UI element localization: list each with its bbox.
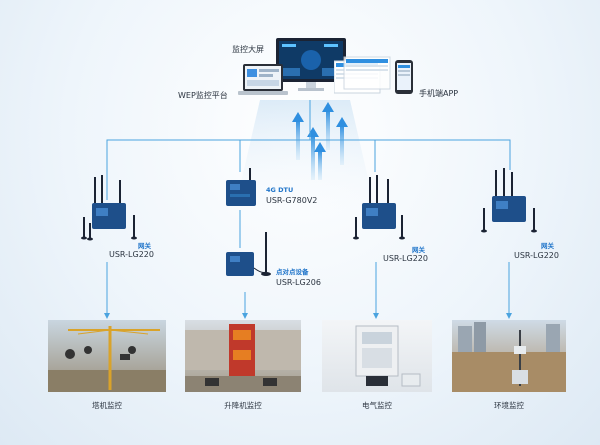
p2p-role: 点对点设备: [276, 268, 309, 276]
dtu-model: USR-G780V2: [266, 196, 318, 205]
gateway-left-role: 网关: [138, 242, 151, 250]
p2p-device: [222, 228, 278, 280]
monitor-wall: [276, 38, 346, 91]
laptop: [238, 64, 288, 100]
gateway-mid-device: [350, 175, 410, 245]
monitor-wall-label: 监控大屏: [232, 45, 264, 54]
gateway-mid-model: USR-LG220: [383, 254, 428, 263]
environment-label: 环境监控: [494, 401, 524, 410]
tower-crane-label: 塔机监控: [92, 401, 122, 410]
tower-crane-scene: [48, 320, 166, 392]
drop-lines: [104, 262, 512, 319]
gateway-right-role: 网关: [541, 242, 554, 250]
p2p-model: USR-LG206: [276, 278, 321, 287]
dtu-role: 4G DTU: [266, 186, 294, 194]
mobile-phone: [395, 60, 413, 94]
gateway-left-model: USR-LG220: [109, 250, 154, 259]
dtu-device: [222, 168, 262, 212]
environment-scene: [452, 320, 566, 392]
web-platform-label: WEP监控平台: [178, 91, 228, 100]
gateway-mid-role: 网关: [412, 246, 425, 254]
elevator-scene: [185, 320, 301, 392]
bus-line: [106, 100, 511, 200]
mobile-app-label: 手机端APP: [419, 89, 459, 98]
dashboard-screens: [333, 55, 392, 99]
elevator-label: 升降机监控: [224, 401, 262, 410]
electric-label: 电气监控: [362, 401, 392, 410]
gateway-right-model: USR-LG220: [514, 251, 559, 260]
electric-scene: [322, 320, 432, 392]
gateway-right-device: [480, 168, 540, 238]
gateway-left-device: [80, 175, 140, 245]
